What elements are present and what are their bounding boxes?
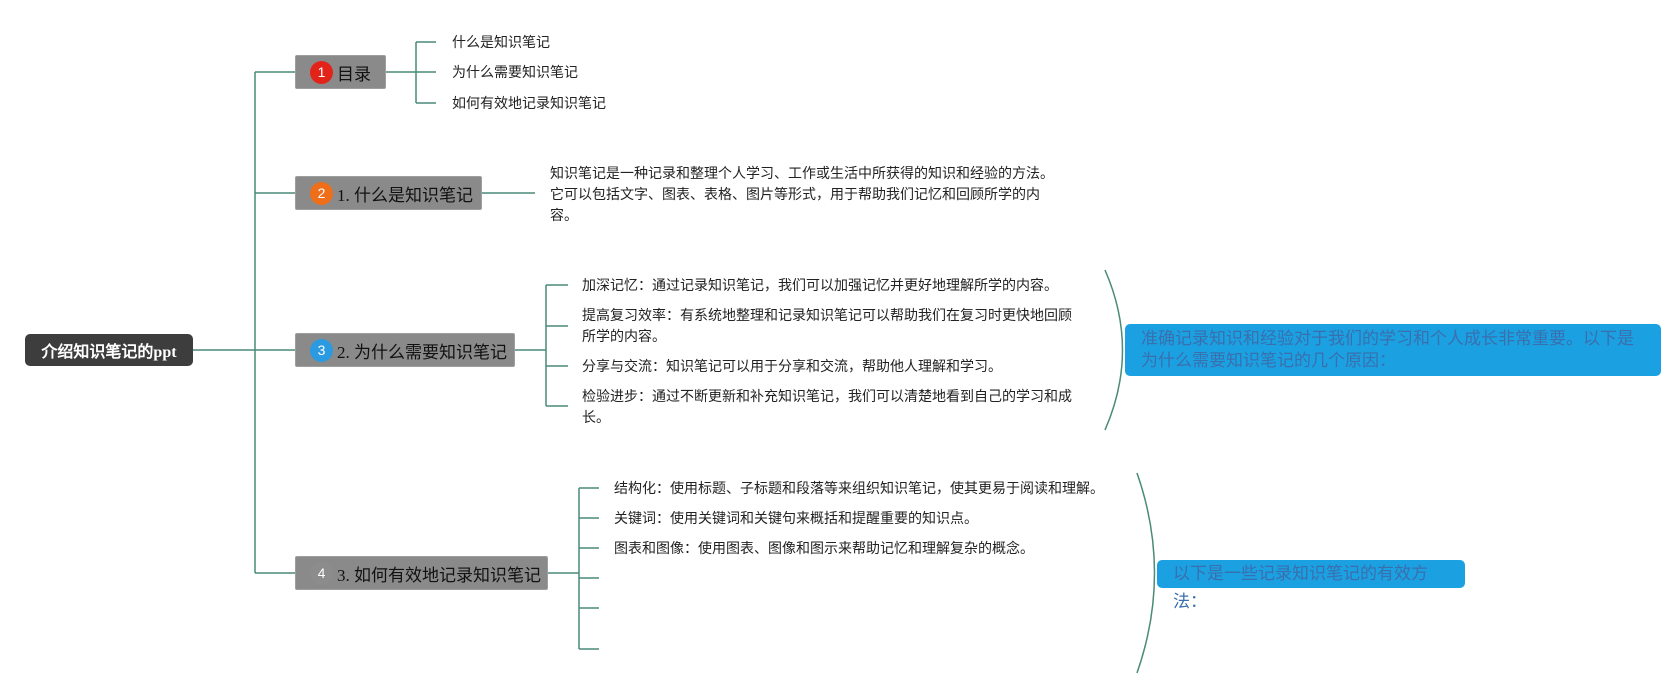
how-item-3[interactable]: 图表和图像：使用图表、图像和图示来帮助记忆和理解复杂的概念。 [614,540,1034,556]
topic-toc-label: 目录 [337,64,371,84]
topic-how[interactable]: 4 3. 如何有效地记录知识笔记 [295,556,548,590]
topic-toc[interactable]: 1 目录 [295,55,386,89]
brace-why-summary [1104,269,1124,431]
topic-how-label: 3. 如何有效地记录知识笔记 [337,565,541,585]
what-description[interactable]: 知识笔记是一种记录和整理个人学习、工作或生活中所获得的知识和经验的方法。它可以包… [550,165,1054,223]
topic-what-label: 1. 什么是知识笔记 [337,185,473,205]
toc-item-2[interactable]: 为什么需要知识笔记 [452,64,578,80]
toc-item-3[interactable]: 如何有效地记录知识笔记 [452,95,606,111]
why-summary-note[interactable]: 准确记录知识和经验对于我们的学习和个人成长非常重要。以下是为什么需要知识笔记的几… [1125,324,1661,376]
how-summary-text: 以下是一些记录知识笔记的有效方法： [1173,564,1428,611]
connector-how-items [548,487,599,650]
badge-3-icon: 3 [310,338,333,362]
brace-how-summary [1136,472,1156,674]
how-summary-note[interactable]: 以下是一些记录知识笔记的有效方法： [1157,560,1465,611]
topic-why[interactable]: 3 2. 为什么需要知识笔记 [295,333,515,367]
connector-toc-items [386,41,436,104]
toc-item-1[interactable]: 什么是知识笔记 [452,34,550,50]
why-item-2[interactable]: 提高复习效率：有系统地整理和记录知识笔记可以帮助我们在复习时更快地回顾所学的内容… [582,307,1072,344]
badge-1-icon: 1 [310,60,333,84]
how-item-2[interactable]: 关键词：使用关键词和关键句来概括和提醒重要的知识点。 [614,510,978,526]
why-item-4[interactable]: 检验进步：通过不断更新和补充知识笔记，我们可以清楚地看到自己的学习和成长。 [582,388,1072,425]
topic-what[interactable]: 2 1. 什么是知识笔记 [295,176,482,210]
why-item-3[interactable]: 分享与交流：知识笔记可以用于分享和交流，帮助他人理解和学习。 [582,358,1002,374]
why-summary-text: 准确记录知识和经验对于我们的学习和个人成长非常重要。以下是为什么需要知识笔记的几… [1141,329,1634,370]
how-item-1[interactable]: 结构化：使用标题、子标题和段落等来组织知识笔记，使其更易于阅读和理解。 [614,480,1104,496]
badge-4-icon: 4 [310,561,333,585]
why-item-1[interactable]: 加深记忆：通过记录知识笔记，我们可以加强记忆并更好地理解所学的内容。 [582,277,1058,293]
topic-why-label: 2. 为什么需要知识笔记 [337,342,507,362]
badge-2-icon: 2 [310,181,333,205]
connector-why-items [515,284,568,407]
root-topic-label: 介绍知识笔记的ppt [41,344,177,361]
root-topic[interactable]: 介绍知识笔记的ppt [25,334,193,366]
